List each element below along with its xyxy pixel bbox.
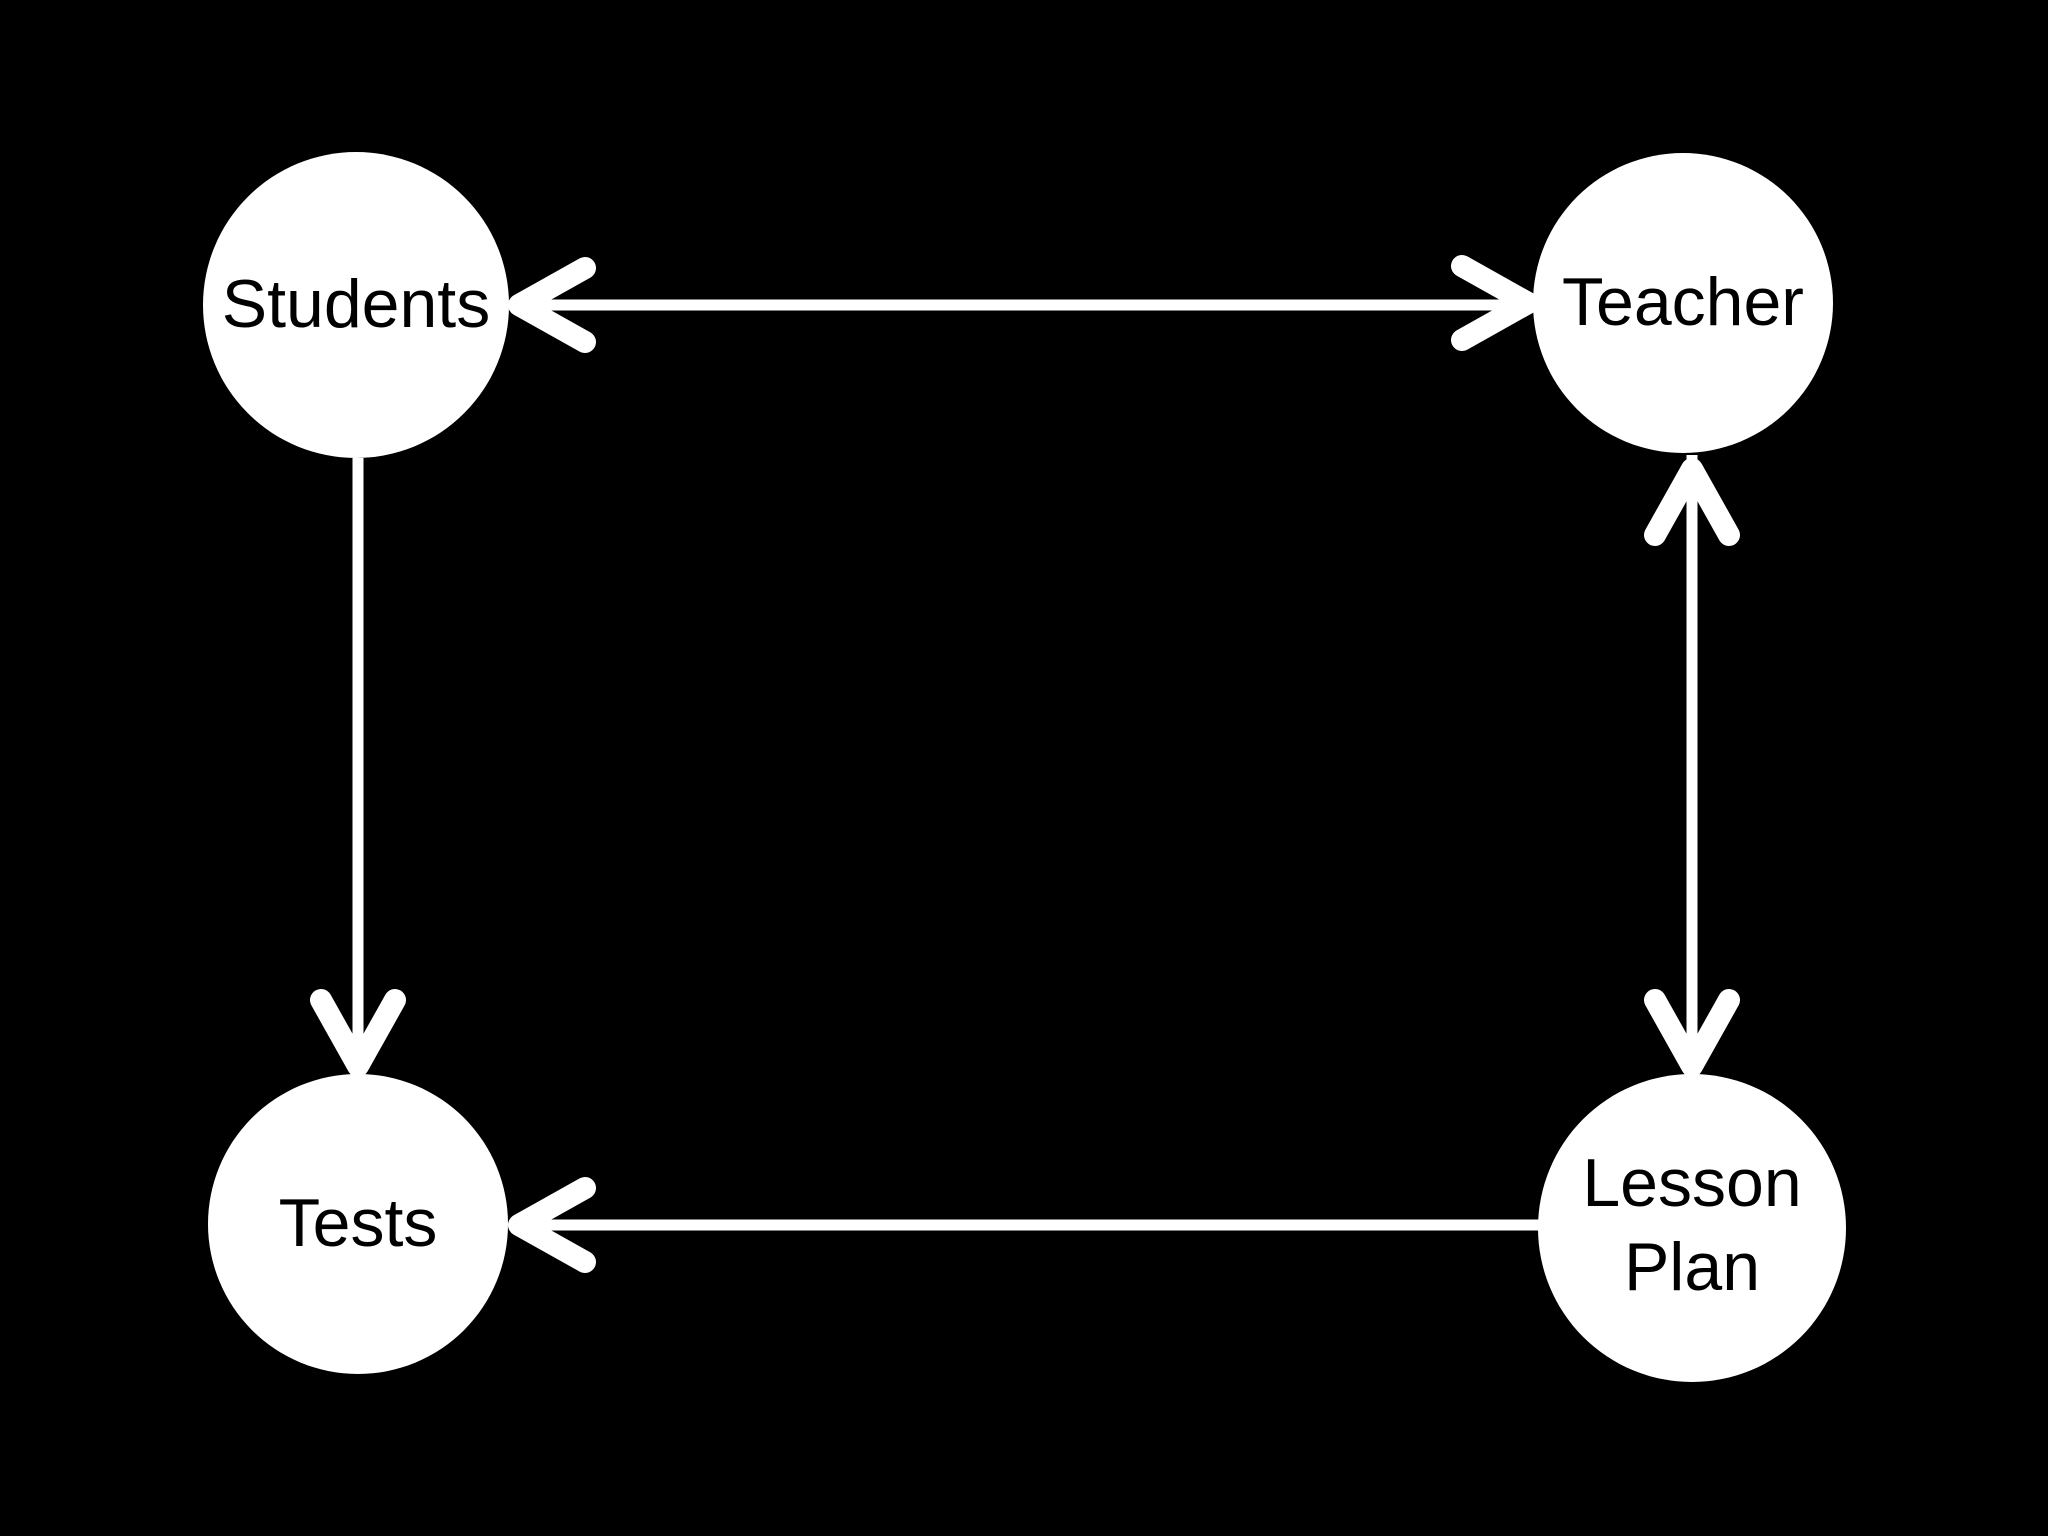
node-label-students: Students xyxy=(222,266,490,342)
node-circle-teacher xyxy=(1533,153,1833,453)
node-circle-lesson-plan xyxy=(1538,1074,1846,1382)
node-circle-tests xyxy=(208,1074,508,1374)
arrowhead-to-lesson-plan xyxy=(1644,989,1740,1077)
node-lesson-plan[interactable]: Lesson Plan xyxy=(1538,1074,1846,1382)
node-tests[interactable]: Tests xyxy=(208,1074,508,1374)
node-label-lesson-plan-line2: Plan xyxy=(1624,1229,1760,1305)
edge-teacher-lesson-plan[interactable] xyxy=(1644,455,1740,1077)
edge-students-teacher[interactable] xyxy=(508,255,1539,353)
node-label-lesson-plan-line1: Lesson xyxy=(1582,1145,1801,1221)
arrowhead-to-tests-horizontal xyxy=(508,1177,596,1273)
node-students[interactable]: Students xyxy=(203,152,509,458)
edge-students-tests[interactable] xyxy=(310,458,406,1077)
node-label-tests: Tests xyxy=(279,1185,438,1261)
node-label-teacher: Teacher xyxy=(1562,264,1804,340)
arrowhead-to-tests xyxy=(310,989,406,1077)
arrowhead-to-teacher-vertical xyxy=(1644,458,1740,546)
arrowhead-to-teacher xyxy=(1451,255,1539,351)
edge-lesson-plan-tests[interactable] xyxy=(508,1177,1540,1273)
arrowhead-to-students xyxy=(508,257,596,353)
node-teacher[interactable]: Teacher xyxy=(1533,153,1833,453)
node-circle-students xyxy=(203,152,509,458)
